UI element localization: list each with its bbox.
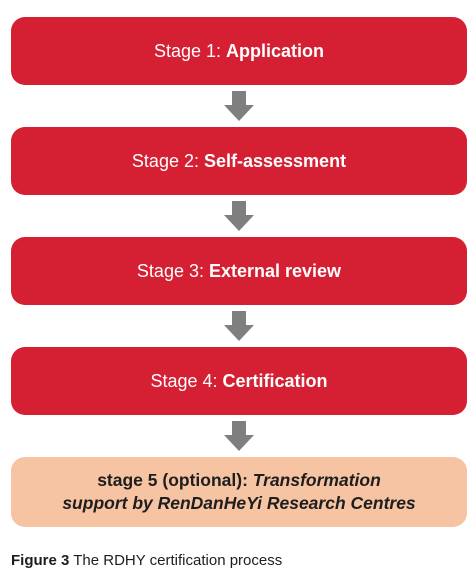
stage-5-line-1: stage 5 (optional): Transformation (97, 469, 381, 492)
connector-4 (11, 415, 467, 457)
stage-1-box: Stage 1: Application (11, 17, 467, 85)
stage-2-prefix: Stage 2: (131, 150, 204, 171)
stage-4-box: Stage 4: Certification (11, 347, 467, 415)
stage-3-box: Stage 3: External review (11, 237, 467, 305)
arrow-down-icon (224, 201, 254, 231)
certification-flowchart: Stage 1: Application Stage 2: Self-asses… (11, 17, 467, 527)
arrow-down-icon (224, 421, 254, 451)
arrow-down-icon (224, 311, 254, 341)
connector-2 (11, 195, 467, 237)
figure-number: Figure 3 (11, 552, 70, 569)
stage-3-label: Stage 3: External review (137, 261, 341, 282)
caption-text: The RDHY certification process (69, 552, 283, 569)
stage-4-label: Stage 4: Certification (150, 371, 327, 392)
stage-5-prefix: stage 5 (optional): (97, 470, 253, 490)
stage-5-name-part-1: Transformation (252, 470, 381, 490)
stage-4-name: Certification (222, 370, 328, 391)
stage-3-prefix: Stage 3: (136, 260, 209, 281)
connector-3 (11, 305, 467, 347)
stage-2-name: Self-assessment (203, 150, 347, 171)
stage-1-name: Application (226, 40, 325, 61)
arrow-down-icon (224, 91, 254, 121)
stage-1-label: Stage 1: Application (154, 41, 324, 62)
stage-5-box: stage 5 (optional): Transformation suppo… (11, 457, 467, 527)
stage-2-box: Stage 2: Self-assessment (11, 127, 467, 195)
stage-1-prefix: Stage 1: (153, 40, 227, 61)
connector-1 (11, 85, 467, 127)
stage-2-label: Stage 2: Self-assessment (132, 151, 346, 172)
stage-4-prefix: Stage 4: (150, 370, 223, 391)
figure-caption: Figure 3 The RDHY certification process (11, 552, 282, 569)
stage-5-name-part-2: support by RenDanHeYi Research Centres (62, 493, 416, 513)
stage-3-name: External review (208, 260, 342, 281)
